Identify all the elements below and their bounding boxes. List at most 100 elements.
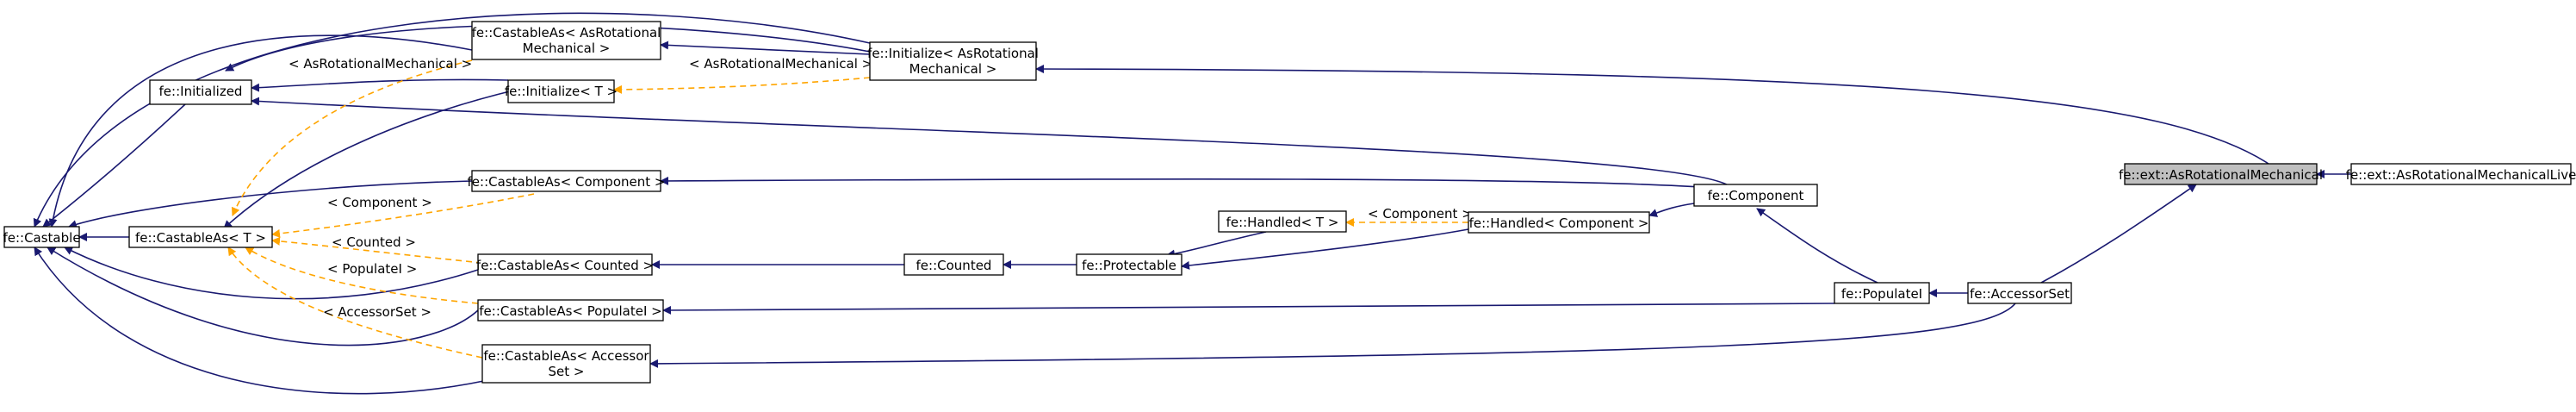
edge-line <box>223 89 518 229</box>
class-node-box <box>149 79 252 105</box>
edge-line <box>48 34 473 228</box>
class-node-protectable[interactable]: fe::Protectable <box>1076 253 1182 276</box>
class-node-box <box>481 344 651 384</box>
edge-line <box>47 247 479 346</box>
edge-line <box>33 12 871 228</box>
edge-label-component: < Component > <box>327 195 432 210</box>
class-node-label: Mechanical > <box>523 41 611 56</box>
edge-populatei-to-castableas-populatei <box>662 303 1835 315</box>
class-node-handled-component[interactable]: fe::Handled< Component > <box>1468 211 1650 234</box>
edge-line <box>245 247 479 304</box>
edge-tmpl-castableas-component: < Component > <box>271 193 535 238</box>
edge-line <box>251 97 1732 188</box>
class-node-asrotationalmechanicallive[interactable]: fe::ext::AsRotationalMechanicalLive <box>2346 163 2576 185</box>
class-node-label: fe::ext::AsRotationalMechanicalLive <box>2346 167 2576 183</box>
class-node-counted[interactable]: fe::Counted <box>903 253 1004 276</box>
class-node-label: fe::Handled< Component > <box>1469 215 1649 231</box>
class-node-label: fe::AccessorSet <box>1970 286 2070 302</box>
class-node-castableas-populatei[interactable]: fe::CastableAs< PopulateI > <box>477 299 664 321</box>
class-node-castableas-counted[interactable]: fe::CastableAs< Counted > <box>476 253 654 276</box>
edge-castableas-component-to-castable <box>68 180 473 228</box>
nodes: fe::Castable fe::Initialized fe::Castabl… <box>3 21 2576 384</box>
class-node-box <box>1967 282 2072 304</box>
class-node-castableas-component[interactable]: fe::CastableAs< Component > <box>468 170 666 192</box>
edge-line <box>1181 228 1469 270</box>
class-node-castableas-t[interactable]: fe::CastableAs< T > <box>128 226 273 248</box>
class-node-box <box>128 226 273 248</box>
edge-line <box>1756 208 1878 284</box>
class-node-label: fe::CastableAs< Accessor <box>483 348 649 364</box>
class-node-handled-t[interactable]: fe::Handled< T > <box>1218 210 1347 233</box>
edge-line <box>662 303 1835 315</box>
edge-initialized-to-castable <box>42 103 186 228</box>
edge-initialize-asrot-to-castable <box>33 12 871 228</box>
class-node-box <box>903 253 1004 276</box>
edge-castableas-counted-to-castable <box>64 247 479 300</box>
class-node-label: fe::PopulateI <box>1841 286 1922 302</box>
edge-castableas-accessorset-to-castable <box>34 247 500 395</box>
edge-label-populatei: < PopulateI > <box>327 261 417 277</box>
class-node-initialize-asrotational[interactable]: fe::Initialize< AsRotational Mechanical … <box>867 41 1039 81</box>
class-node-label: fe::Initialize< AsRotational <box>867 46 1039 61</box>
class-node-label: fe::Handled< T > <box>1226 215 1339 230</box>
edge-tmpl-castableas-populatei: < PopulateI > <box>245 247 479 304</box>
class-node-castableas-asrotational[interactable]: fe::CastableAs< AsRotational Mechanical … <box>471 21 661 60</box>
class-node-box <box>471 170 661 192</box>
class-node-label: fe::Component <box>1708 188 1804 203</box>
edge-handled-component-to-protectable <box>1181 228 1469 270</box>
edge-component-to-initialized <box>251 97 1732 188</box>
edges: < AsRotationalMechanical > < AsRotationa… <box>33 12 2351 395</box>
edge-component-to-castableas-component <box>660 176 1715 189</box>
edge-tmpl-castableas-counted: < Counted > <box>271 234 483 264</box>
edge-label-handled-component: < Component > <box>1368 206 1473 222</box>
class-node-component[interactable]: fe::Component <box>1693 184 1818 207</box>
edge-tmpl-castableas-asrot: < AsRotationalMechanical > <box>231 56 473 216</box>
class-node-label: fe::CastableAs< Counted > <box>476 258 654 273</box>
edge-line <box>68 180 473 228</box>
edge-tmpl-handled-component: < Component > <box>1345 206 1473 227</box>
class-node-box <box>1693 184 1818 207</box>
edge-tmpl-castableas-accessorset: < AccessorSet > <box>227 247 483 359</box>
edge-line <box>649 303 2016 368</box>
class-node-box <box>1834 282 1930 304</box>
edge-line <box>660 176 1715 189</box>
class-node-label: fe::Initialized <box>159 84 243 99</box>
class-node-box <box>1468 211 1650 234</box>
class-node-label: fe::Protectable <box>1082 258 1176 273</box>
edge-initialize-asrot-to-castableas-asrot <box>660 41 871 55</box>
edge-component-to-handled-component <box>1648 203 1695 217</box>
edge-line <box>1035 65 2275 168</box>
class-node-box <box>477 253 653 276</box>
edge-asrotational-to-initialize-asrot <box>1035 65 2275 168</box>
class-node-box <box>471 21 661 60</box>
edge-line <box>660 41 871 55</box>
edge-line <box>34 247 500 395</box>
edge-label-accessorset: < AccessorSet > <box>323 304 431 320</box>
class-node-accessorset[interactable]: fe::AccessorSet <box>1967 282 2072 304</box>
edge-accessorset-to-asrotational <box>2040 184 2197 284</box>
edge-label-counted: < Counted > <box>332 234 416 250</box>
class-node-castable[interactable]: fe::Castable <box>3 226 81 248</box>
class-node-label: Set > <box>549 364 585 379</box>
class-node-castableas-accessorset[interactable]: fe::CastableAs< Accessor Set > <box>481 344 651 384</box>
class-node-asrotationalmechanical[interactable]: fe::ext::AsRotationalMechanical <box>2119 163 2323 185</box>
class-node-box <box>2350 163 2572 185</box>
class-node-box <box>2124 163 2318 185</box>
class-node-label: fe::Initialize< T > <box>505 84 618 99</box>
class-node-initialize-t[interactable]: fe::Initialize< T > <box>505 79 618 103</box>
edge-line <box>231 59 473 216</box>
class-node-populatei[interactable]: fe::PopulateI <box>1834 282 1930 304</box>
edge-line <box>2040 184 2197 284</box>
edge-initialize-t-to-initialized <box>251 78 509 92</box>
class-node-box <box>869 41 1037 81</box>
class-node-label: fe::CastableAs< AsRotational <box>472 25 661 41</box>
class-node-label: fe::CastableAs< T > <box>135 230 266 246</box>
edge-line <box>42 103 186 228</box>
edge-line <box>1166 231 1267 259</box>
edge-castableas-asrot-to-castable <box>48 34 473 228</box>
class-node-label: Mechanical > <box>909 61 997 77</box>
edge-handled-t-to-protectable <box>1166 231 1267 259</box>
class-node-initialized[interactable]: fe::Initialized <box>149 79 252 105</box>
class-node-box <box>3 226 80 248</box>
class-node-label: fe::ext::AsRotationalMechanical <box>2119 167 2323 183</box>
